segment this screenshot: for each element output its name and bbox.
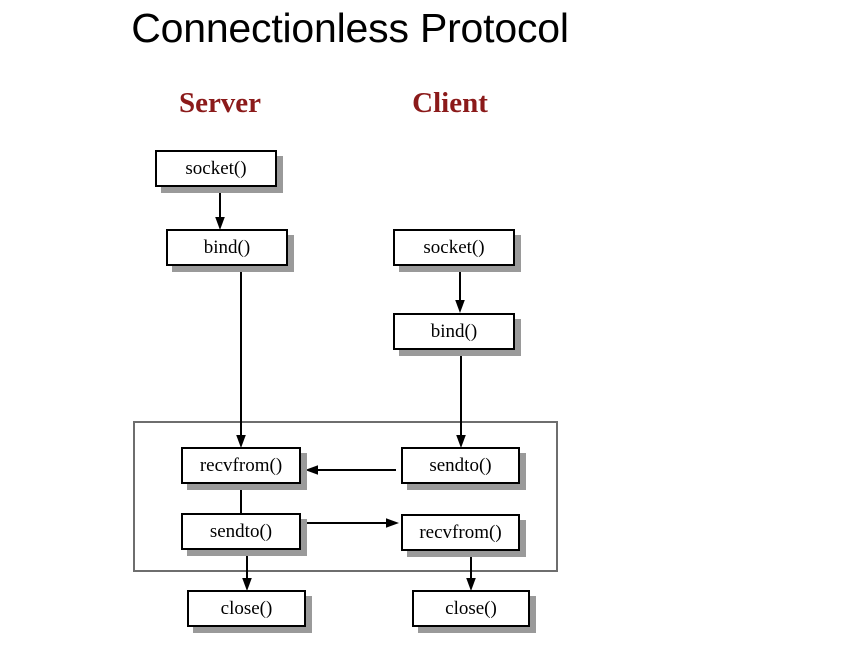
column-heading-server: Server <box>178 87 262 119</box>
box-server-bind[interactable]: bind() <box>166 229 288 266</box>
box-client-socket[interactable]: socket() <box>393 229 515 266</box>
box-server-socket[interactable]: socket() <box>155 150 277 187</box>
arrow-server-sendto-to-client-recvfrom <box>306 515 400 531</box>
page-title: Connectionless Protocol <box>131 5 569 51</box>
box-server-sendto[interactable]: sendto() <box>181 513 301 550</box>
arrow-server-sendto-to-close <box>239 550 255 592</box>
box-server-close[interactable]: close() <box>187 590 306 627</box>
line-server-recvfrom-to-sendto <box>233 484 249 514</box>
column-heading-client: Client <box>412 87 488 119</box>
arrow-client-socket-to-bind <box>452 266 468 314</box>
arrow-client-bind-to-sendto <box>453 349 469 449</box>
arrow-server-bind-to-recvfrom <box>233 266 249 449</box>
box-client-bind[interactable]: bind() <box>393 313 515 350</box>
arrow-client-recvfrom-to-close <box>463 551 479 592</box>
arrow-client-sendto-to-server-recvfrom <box>304 462 396 478</box>
arrow-server-socket-to-bind <box>212 187 228 231</box>
loop-region <box>133 421 558 572</box>
box-client-close[interactable]: close() <box>412 590 530 627</box>
box-client-recvfrom[interactable]: recvfrom() <box>401 514 520 551</box>
box-server-recvfrom[interactable]: recvfrom() <box>181 447 301 484</box>
box-client-sendto[interactable]: sendto() <box>401 447 520 484</box>
